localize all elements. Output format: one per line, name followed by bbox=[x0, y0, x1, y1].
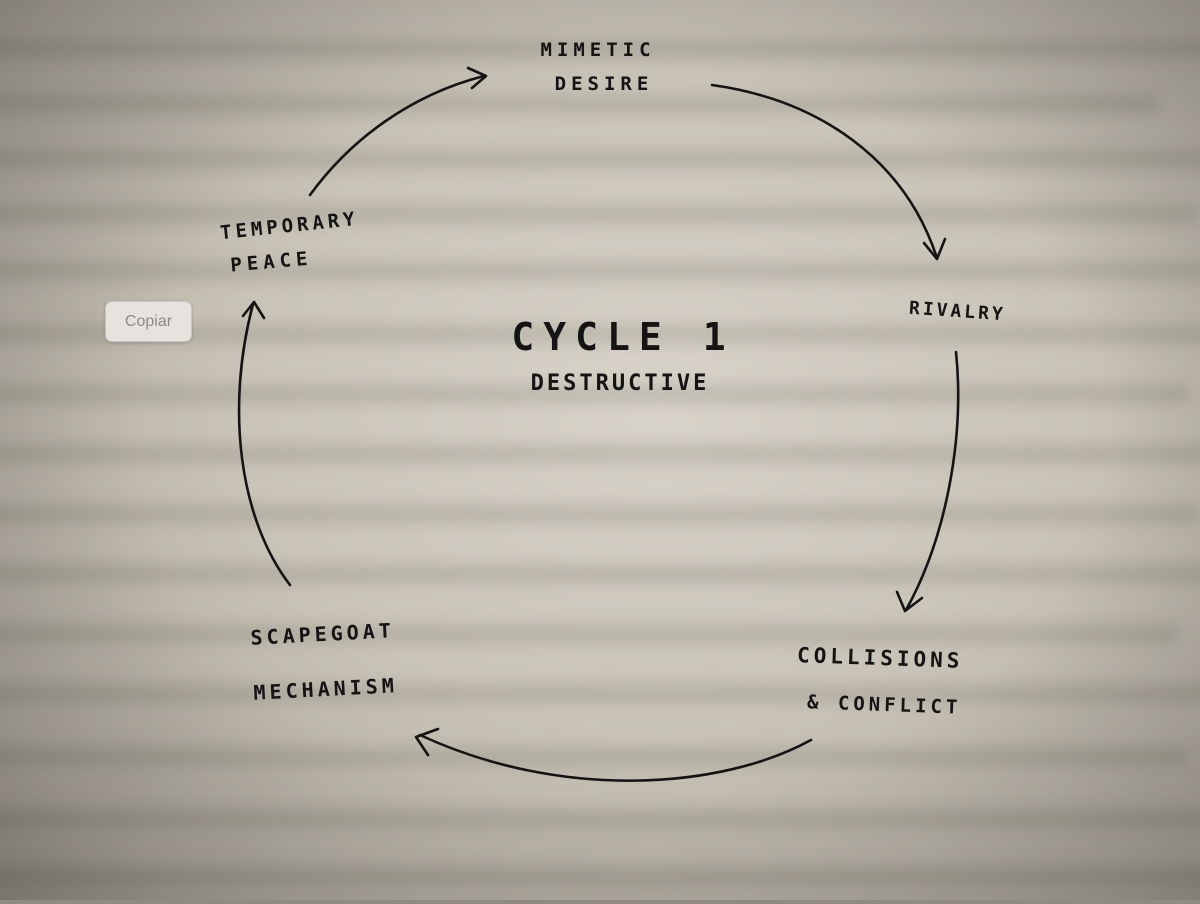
node-temporary-peace: TEMPORARY PEACE bbox=[219, 208, 359, 277]
node-scapegoat-line2: MECHANISM bbox=[253, 673, 398, 705]
ghost-text-line bbox=[0, 325, 1200, 343]
ghost-text-line bbox=[0, 505, 1200, 523]
ghost-text-line bbox=[0, 150, 1200, 168]
arrow-rivalry-to-collisions bbox=[895, 350, 960, 613]
arrow-peace-to-desire bbox=[308, 66, 488, 197]
ghost-text-line bbox=[0, 810, 1200, 828]
ghost-text-line bbox=[0, 445, 1200, 463]
node-rivalry: RIVALRY bbox=[908, 298, 1006, 326]
ghost-text-line bbox=[0, 685, 1200, 703]
diagram-subtitle: DESTRUCTIVE bbox=[531, 371, 710, 396]
ghost-text-line bbox=[0, 385, 1190, 403]
node-peace-line2: PEACE bbox=[230, 247, 314, 276]
ghost-text-line bbox=[0, 205, 1200, 223]
node-collisions-conflict: COLLISIONS & CONFLICT bbox=[797, 643, 964, 719]
node-mimetic-desire-line1: MIMETIC bbox=[540, 39, 655, 61]
ghost-text-line bbox=[0, 748, 1190, 766]
ghost-text-line bbox=[0, 262, 1200, 280]
ghost-text-line bbox=[0, 868, 1200, 886]
ghost-text-line bbox=[0, 625, 1180, 643]
node-scapegoat-line1: SCAPEGOAT bbox=[250, 618, 395, 650]
node-mimetic-desire-line2: DESIRE bbox=[555, 73, 654, 95]
diagram-title: CYCLE 1 bbox=[511, 315, 734, 359]
ghost-text-line bbox=[0, 565, 1200, 583]
arrow-desire-to-rivalry bbox=[710, 83, 947, 261]
arrow-scapegoat-to-peace bbox=[237, 300, 292, 587]
node-scapegoat-mechanism: SCAPEGOAT MECHANISM bbox=[250, 618, 398, 705]
node-mimetic-desire: MIMETIC DESIRE bbox=[540, 39, 655, 95]
node-rivalry-line1: RIVALRY bbox=[908, 298, 1006, 326]
window-bottom-edge bbox=[0, 900, 1200, 904]
ghost-text-line bbox=[0, 40, 1200, 58]
arrow-collisions-to-scapegoat bbox=[414, 727, 813, 782]
node-collisions-line2: & CONFLICT bbox=[807, 691, 962, 718]
node-temporary-line1: TEMPORARY bbox=[219, 208, 359, 244]
ghost-text-line bbox=[0, 95, 1160, 113]
node-collisions-line1: COLLISIONS bbox=[797, 643, 964, 673]
copy-button[interactable]: Copiar bbox=[105, 301, 192, 342]
